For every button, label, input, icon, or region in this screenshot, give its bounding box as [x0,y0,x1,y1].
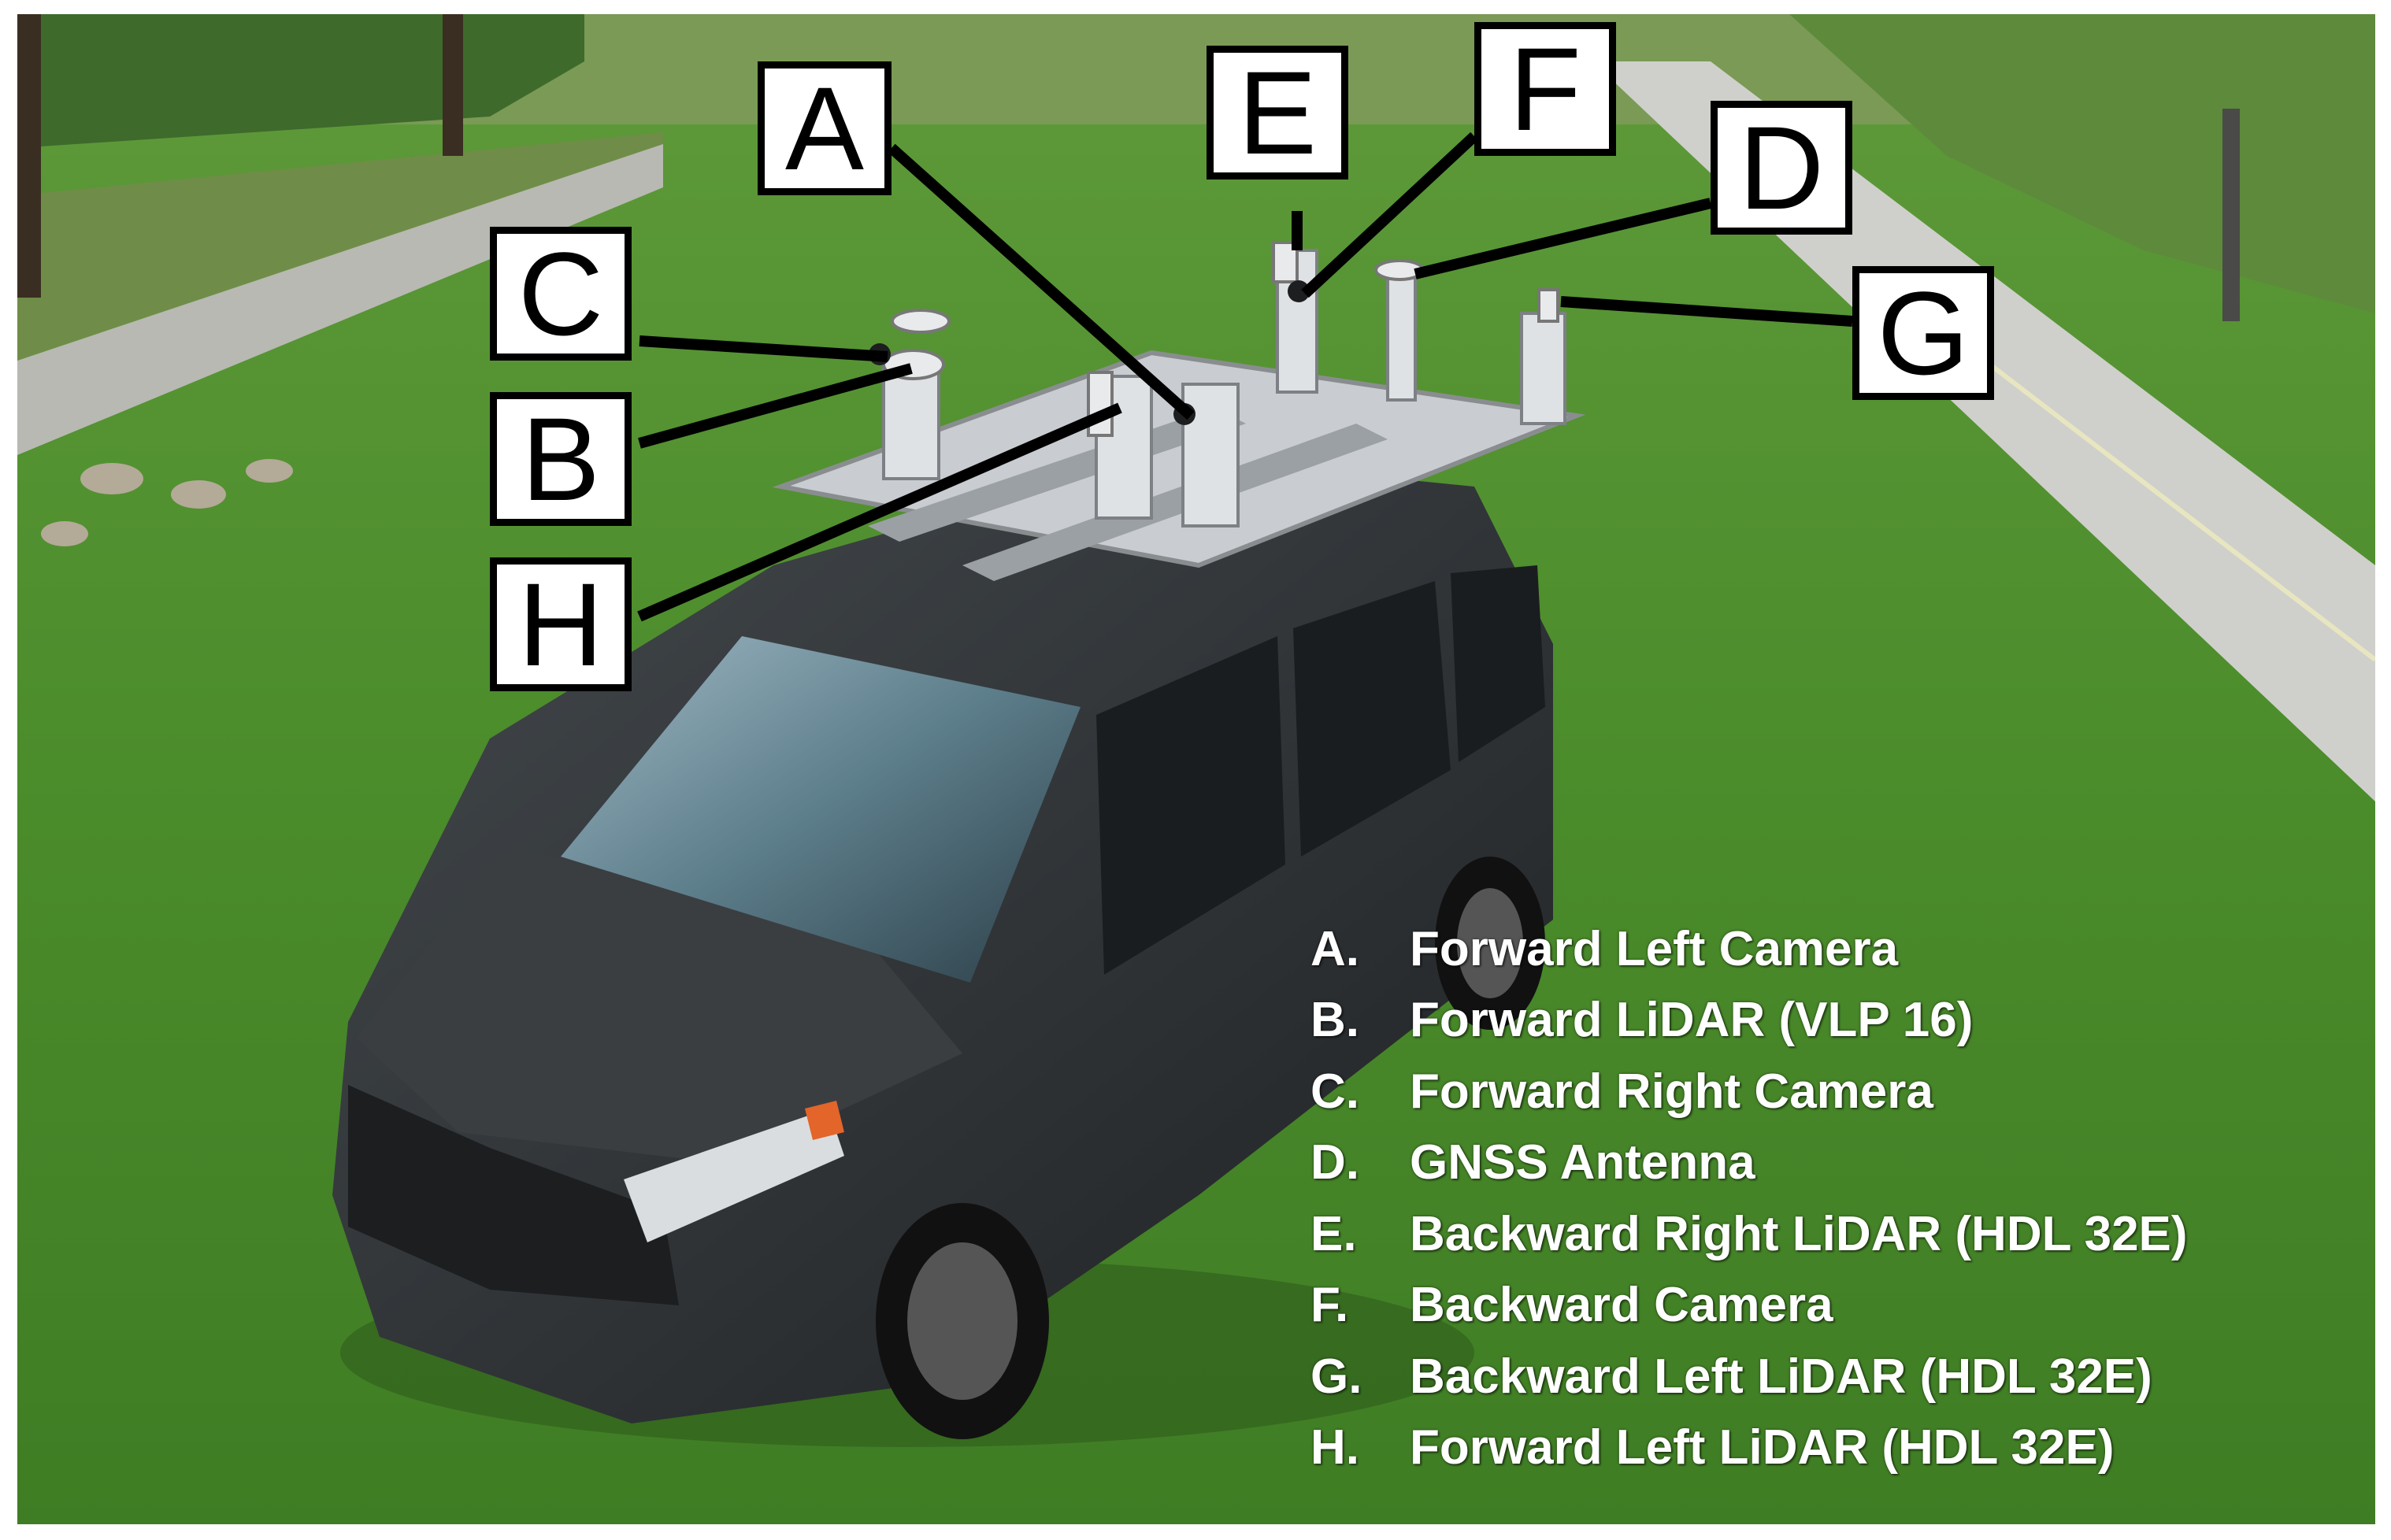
leader-line-a [888,143,1195,420]
callout-g: G [1852,266,1994,400]
legend-item-c: C. Forward Right Camera [1310,1056,2188,1127]
legend-letter: E. [1310,1206,1357,1261]
roof-rack [772,241,1586,581]
legend-letter: A. [1310,921,1359,976]
legend-item-f: F. Backward Camera [1310,1270,2188,1342]
legend-text: Forward Left Camera [1410,921,1899,976]
callout-c: C [490,227,632,361]
legend-letter: C. [1310,1064,1359,1119]
leader-line-f [1301,131,1478,298]
leader-line-c [639,335,888,362]
legend-item-h: H. Forward Left LiDAR (HDL 32E) [1310,1412,2188,1484]
legend-text: Forward Left LiDAR (HDL 32E) [1410,1420,2115,1475]
photo-frame: A B C D E F G H A. Forward Left Camera B… [17,14,2375,1524]
retaining-wall [17,140,663,455]
bike-path [1592,61,2375,801]
leader-line-b [638,363,913,449]
legend-item-a: A. Forward Left Camera [1310,913,2188,985]
legend-letter: H. [1310,1420,1359,1475]
van [332,455,1553,1447]
legend-letter: G. [1310,1349,1362,1404]
legend-text: Forward Right Camera [1410,1064,1933,1119]
legend-text: Backward Camera [1410,1278,1833,1333]
callout-f: F [1474,22,1616,156]
legend-text: GNSS Antenna [1410,1135,1755,1190]
legend-text: Backward Right LiDAR (HDL 32E) [1410,1206,2188,1261]
callout-e: E [1207,46,1348,180]
legend-letter: F. [1310,1278,1349,1333]
callout-b: B [490,392,632,526]
leader-line-d [1414,198,1712,279]
leader-line-g [1560,296,1853,327]
legend-letter: B. [1310,993,1359,1048]
legend-item-e: E. Backward Right LiDAR (HDL 32E) [1310,1198,2188,1270]
callout-h: H [490,557,632,691]
callout-a: A [758,61,892,195]
legend-item-g: G. Backward Left LiDAR (HDL 32E) [1310,1341,2188,1412]
legend-letter: D. [1310,1135,1359,1190]
sensor-legend: A. Forward Left Camera B. Forward LiDAR … [1310,913,2188,1483]
leader-line-h [637,402,1122,622]
callout-d: D [1711,101,1852,235]
windshield [561,636,1081,983]
legend-text: Forward LiDAR (VLP 16) [1410,993,1974,1048]
legend-item-b: B. Forward LiDAR (VLP 16) [1310,985,2188,1057]
legend-text: Backward Left LiDAR (HDL 32E) [1410,1349,2152,1404]
legend-item-d: D. GNSS Antenna [1310,1127,2188,1199]
leader-lines [637,131,1853,622]
van-photo [17,14,2375,1524]
